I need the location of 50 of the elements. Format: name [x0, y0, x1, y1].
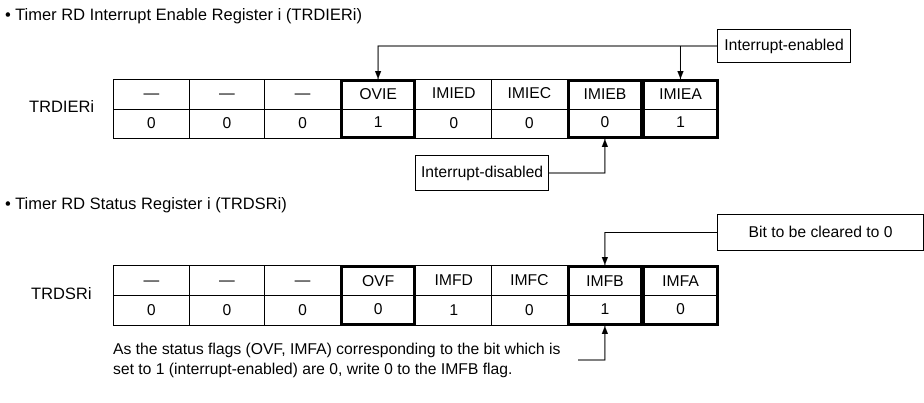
bit-value: 1: [448, 300, 460, 320]
register-bit-column: [188, 79, 266, 139]
section-heading: • Timer RD Interrupt Enable Register i (TRDIERi): [5, 6, 362, 25]
bit-value: 0: [222, 300, 232, 320]
bit-name: IMFB: [570, 268, 640, 296]
register-bit-column: [340, 79, 416, 139]
bit-value: 0: [146, 114, 157, 134]
bit-value: 0: [675, 300, 686, 320]
register-name: TRDIERi: [29, 98, 94, 117]
callout-box: Bit to be cleared to 0: [717, 214, 924, 251]
bit-value: 0: [372, 300, 384, 320]
register-bit-column: [264, 265, 341, 326]
section-heading: • Timer RD Status Register i (TRDSRi): [5, 195, 287, 214]
arrow: [677, 46, 718, 80]
bit-value: 0: [222, 114, 232, 134]
register-bit-column: [415, 79, 492, 139]
arrow: [578, 326, 608, 360]
register-bit-column: [340, 265, 416, 326]
register-bit-column: [188, 265, 266, 326]
register-bit-column: [113, 79, 190, 139]
register-bit-column: [415, 265, 492, 326]
bit-name: IMIEB: [570, 82, 640, 110]
register-bit-column: [566, 79, 644, 139]
bit-name: IMIEA: [645, 82, 716, 110]
callout-box: Interrupt-enabled: [717, 29, 851, 63]
register-bit-column: [264, 79, 341, 139]
bit-value: 1: [600, 300, 610, 320]
register-bit-column: [113, 265, 190, 326]
bit-value: 0: [146, 300, 157, 320]
bit-value: 0: [524, 300, 535, 320]
arrow: [602, 232, 718, 266]
callout-box: Interrupt-disabled: [415, 155, 549, 191]
register-bit-column: [491, 79, 568, 139]
register-name: TRDSRi: [31, 285, 92, 304]
bit-value: 1: [675, 112, 686, 133]
bit-name: IMFA: [645, 268, 716, 296]
register-bit-column: [566, 265, 644, 326]
arrow: [548, 138, 608, 174]
bit-value: 0: [297, 114, 308, 134]
register-bit-column: [491, 265, 568, 326]
bit-value: 0: [297, 300, 308, 320]
bit-name: OVF: [342, 268, 414, 296]
bit-value: 0: [524, 114, 535, 134]
bit-value: 1: [372, 112, 384, 133]
register-bit-column: [642, 265, 719, 326]
bit-value: 0: [600, 112, 610, 133]
note-text: As the status flags (OVF, IMFA) corresponding to the bit which is set to 1 (interrupt-enabled) are 0, write 0 to the IMFB flag.: [113, 340, 578, 380]
bit-value: 0: [448, 114, 460, 134]
register-bit-column: [642, 79, 719, 139]
bit-name: OVIE: [342, 82, 414, 110]
